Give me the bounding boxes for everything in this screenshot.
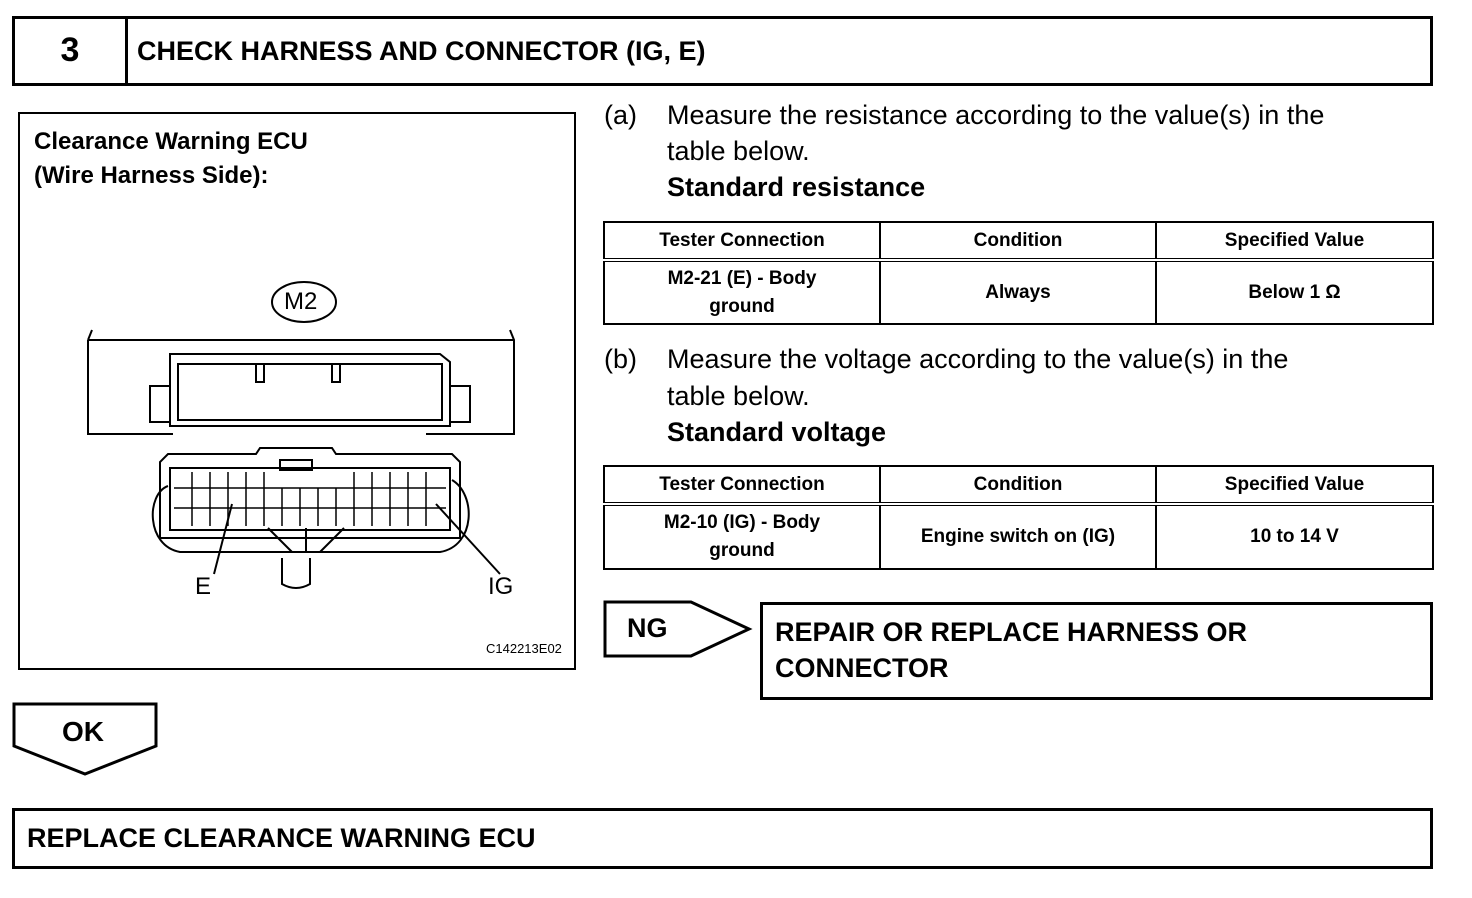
- cell-condition: Engine switch on (IG): [879, 503, 1157, 570]
- terminal-grid: [174, 472, 446, 526]
- ng-label: NG: [627, 613, 668, 643]
- step-a-heading: Standard resistance: [667, 172, 926, 202]
- ok-label: OK: [62, 716, 104, 747]
- figure-title-line1: Clearance Warning ECU: [34, 128, 308, 155]
- cell-specified-value: Below 1 Ω: [1155, 259, 1434, 325]
- header-specified-value: Specified Value: [1155, 465, 1434, 506]
- final-action-box: REPLACE CLEARANCE WARNING ECU: [12, 808, 1433, 869]
- table-header-row: Tester Connection Condition Specified Va…: [603, 465, 1434, 506]
- header-tester-connection: Tester Connection: [603, 221, 881, 262]
- connector-figure: Clearance Warning ECU (Wire Harness Side…: [18, 112, 576, 670]
- ng-arrow: [603, 600, 753, 658]
- header-tester-connection: Tester Connection: [603, 465, 881, 506]
- step-header: 3 CHECK HARNESS AND CONNECTOR (IG, E): [12, 16, 1433, 86]
- header-condition: Condition: [879, 221, 1157, 262]
- harness-connector: [159, 447, 461, 539]
- m2-callout-ellipse: [271, 281, 337, 323]
- ng-action-line2: CONNECTOR: [775, 653, 949, 683]
- cell-specified-value: 10 to 14 V: [1155, 503, 1434, 570]
- e-leader-line: [213, 503, 233, 575]
- ng-action-line1: REPAIR OR REPLACE HARNESS OR: [775, 617, 1248, 647]
- resistance-table: Tester Connection Condition Specified Va…: [603, 221, 1434, 325]
- table-header-row: Tester Connection Condition Specified Va…: [603, 221, 1434, 262]
- cell-text: M2-10 (IG) - Body: [663, 512, 821, 533]
- table-row: M2-21 (E) - Body ground Always Below 1 Ω: [603, 259, 1434, 325]
- figure-title-line2: (Wire Harness Side):: [34, 162, 269, 189]
- wire-bundle: [281, 558, 311, 589]
- cell-condition: Always: [879, 259, 1157, 325]
- table-row: M2-10 (IG) - Body ground Engine switch o…: [603, 503, 1434, 570]
- upper-connector: [169, 353, 451, 427]
- final-action-text: REPLACE CLEARANCE WARNING ECU: [27, 823, 536, 853]
- ok-arrow: [12, 702, 158, 776]
- step-b-marker: (b): [604, 344, 637, 374]
- connector-label-m2: M2: [284, 288, 318, 315]
- step-b-heading: Standard voltage: [667, 417, 887, 447]
- cell-tester-connection: M2-10 (IG) - Body ground: [603, 503, 881, 570]
- cell-tester-connection: M2-21 (E) - Body ground: [603, 259, 881, 325]
- connector-diagram: [87, 281, 515, 589]
- header-condition: Condition: [879, 465, 1157, 506]
- voltage-table: Tester Connection Condition Specified Va…: [603, 465, 1434, 570]
- cell-text: ground: [709, 540, 775, 561]
- ig-leader-line: [435, 503, 501, 575]
- step-a-marker: (a): [604, 100, 637, 130]
- ecu-housing: [87, 329, 515, 435]
- step-title: CHECK HARNESS AND CONNECTOR (IG, E): [137, 36, 706, 66]
- step-b-text-line2: table below.: [667, 381, 810, 411]
- step-number: 3: [15, 19, 128, 83]
- step-b-text-line1: Measure the voltage according to the val…: [667, 344, 1289, 374]
- header-specified-value: Specified Value: [1155, 221, 1434, 262]
- ng-action-box: REPAIR OR REPLACE HARNESS OR CONNECTOR: [760, 602, 1433, 700]
- figure-code: C142213E02: [486, 641, 562, 656]
- harness-loop: [151, 479, 470, 553]
- terminal-label-e: E: [195, 573, 212, 600]
- cell-text: M2-21 (E) - Body: [667, 267, 817, 289]
- step-a-text-line2: table below.: [667, 136, 810, 166]
- step-a-text-line1: Measure the resistance according to the …: [667, 100, 1325, 130]
- cell-text: ground: [709, 295, 775, 317]
- terminal-label-ig: IG: [488, 573, 514, 600]
